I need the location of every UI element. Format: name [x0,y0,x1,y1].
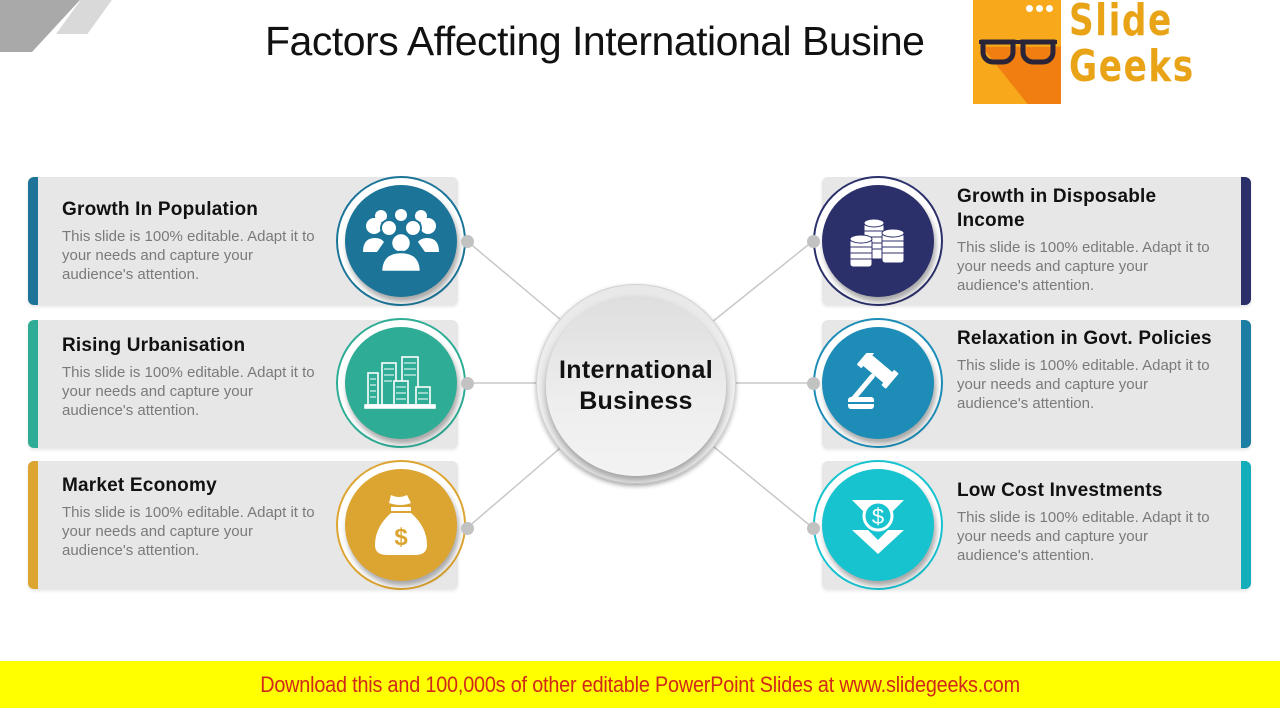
coin-stacks-icon [849,218,905,268]
logo-text: Slide Geeks [1069,0,1195,92]
factor-title: Market Economy [62,475,217,496]
connector-dot [807,377,820,390]
factor-description: This slide is 100% editable. Adapt it to… [62,228,315,283]
factor-description: This slide is 100% editable. Adapt it to… [62,504,315,559]
promo-footer-banner: Download this and 100,000s of other edit… [0,661,1280,708]
buildings-icon [364,356,436,409]
disposable-income-icon-circle [813,176,943,306]
factor-description: This slide is 100% editable. Adapt it to… [957,239,1210,294]
connector-dot [461,377,474,390]
connector-dot [807,235,820,248]
connector-dot [807,522,820,535]
people-group-icon [363,209,439,274]
dollar-down-arrow-icon: $ [852,500,904,554]
gavel-icon [848,353,899,409]
slide-title: Factors Affecting International Busine [265,18,925,64]
central-hub-circle: International Business [536,284,736,484]
logo-box [973,0,1061,104]
connector-dot [461,235,474,248]
connector-dot [461,522,474,535]
govt-policies-icon-circle [813,318,943,448]
glasses-icon [979,39,1057,65]
central-hub-label: International Business [559,356,713,415]
factor-title: Growth In Population [62,199,259,220]
factor-title: Relaxation in Govt. Policies [957,328,1212,349]
factor-description: This slide is 100% editable. Adapt it to… [957,509,1210,564]
logo-dots-icon [1026,5,1053,12]
urbanisation-icon-circle [336,318,466,448]
svg-text:$: $ [394,524,408,551]
low-cost-investments-icon-circle: $ [813,460,943,590]
slidegeeks-logo: Slide Geeks [973,0,1193,104]
money-bag-icon: $ [375,495,427,555]
factor-description: This slide is 100% editable. Adapt it to… [957,357,1210,412]
factor-title: Growth in Disposable Income [957,186,1157,231]
factor-description: This slide is 100% editable. Adapt it to… [62,364,315,419]
factor-title: Low Cost Investments [957,480,1163,501]
promo-footer-link[interactable]: Download this and 100,000s of other edit… [260,671,1020,697]
market-economy-icon-circle: $ [336,460,466,590]
population-icon-circle [336,176,466,306]
factor-title: Rising Urbanisation [62,335,246,356]
svg-text:$: $ [872,504,884,529]
